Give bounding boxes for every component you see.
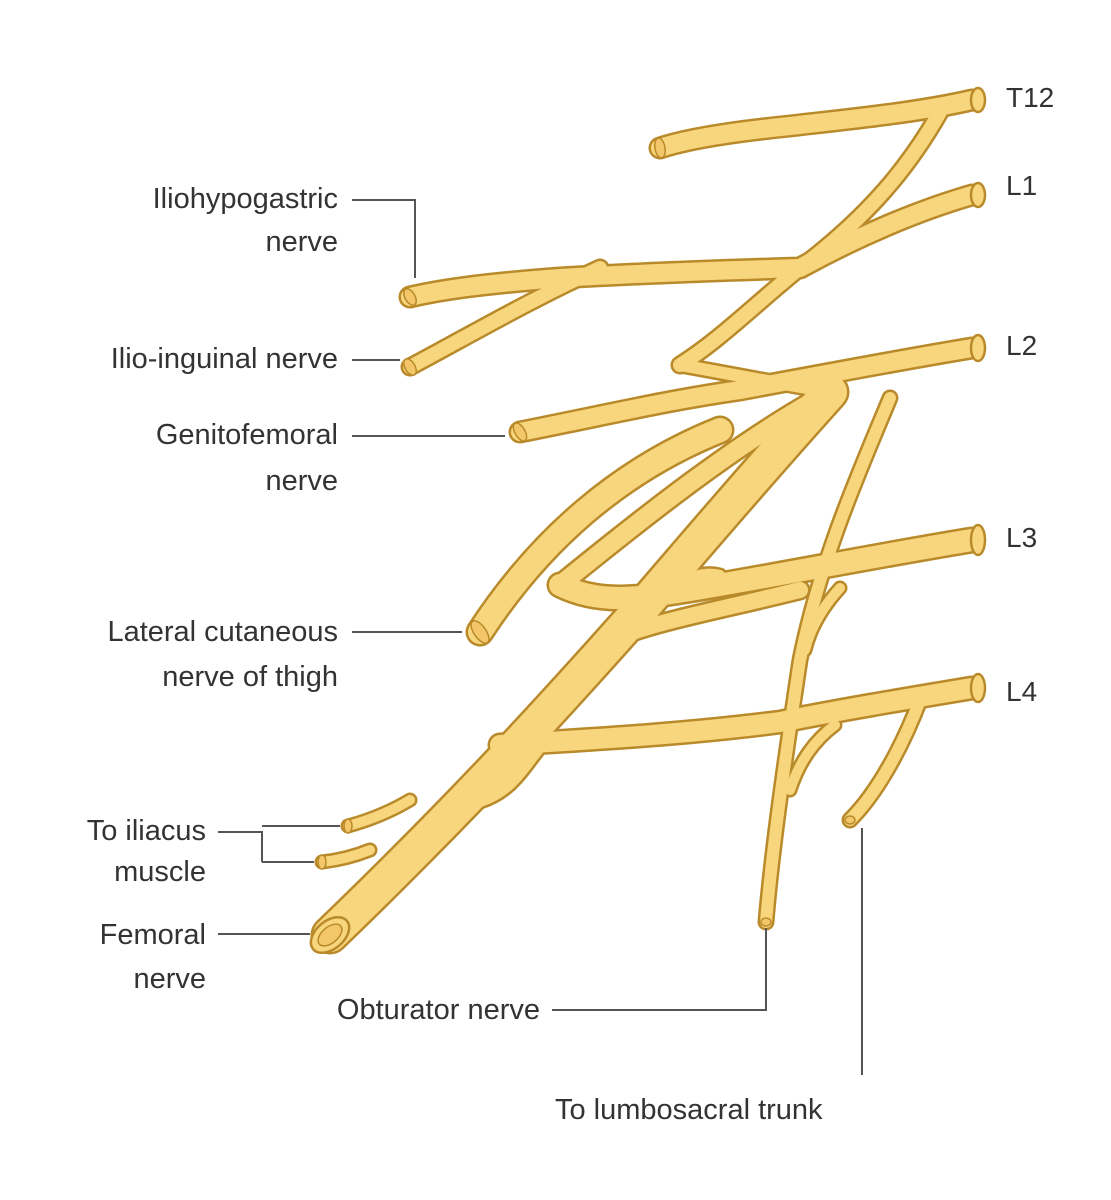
l3-trunk [549, 529, 983, 609]
root-label-l3: L3 [1006, 522, 1037, 553]
ilioinguinal-end [403, 358, 417, 376]
iliohypogastric-leader [352, 199, 416, 278]
obturator-l4-link [785, 720, 840, 795]
t12-branch-end [654, 137, 666, 159]
obturator-root [760, 392, 896, 928]
obturator-leader [552, 928, 767, 1011]
iliohypogastric-end [403, 288, 417, 306]
l3-femoral-link [602, 582, 808, 648]
l3-cap [969, 523, 987, 557]
lateral-cutaneous-label-line1: Lateral cutaneous [107, 616, 338, 648]
femoral-nerve-lumen [317, 923, 343, 947]
root-label-l4: L4 [1006, 676, 1037, 707]
iliacus-branch-1 [343, 795, 415, 831]
iliacus-branch-2-end [317, 854, 327, 870]
ilioinguinal-branch [403, 261, 607, 374]
distal-caps [309, 137, 856, 954]
iliacus-label-line2: muscle [114, 856, 206, 888]
l2-trunk [511, 339, 981, 441]
obturator-root-outline [757, 389, 899, 931]
l4-femoral-link [473, 738, 547, 807]
lateral-cutaneous-end [470, 620, 490, 644]
lateral-cutaneous-label-line2: nerve of thigh [162, 661, 338, 693]
t12-cap [969, 86, 987, 114]
femoral-label-line1: Femoral [100, 919, 206, 951]
iliacus-branch-1-end [343, 818, 353, 834]
root-caps [969, 86, 987, 704]
lumbosacral-end [844, 815, 856, 825]
obturator-end [760, 917, 772, 927]
iliohypogastric-label-line1: Iliohypogastric [153, 183, 338, 215]
l1-trunk [401, 186, 981, 306]
iliacus-leader-main [218, 831, 263, 862]
obturator-label: Obturator nerve [337, 994, 540, 1026]
t12-trunk [651, 91, 981, 157]
l2-genitofemoral-link [674, 359, 836, 398]
femoral-main [313, 375, 847, 952]
l4-trunk [490, 678, 982, 755]
obturator-l3-link [800, 583, 845, 655]
l3-loop [682, 568, 725, 595]
lumbosacral-label: To lumbosacral trunk [555, 1094, 823, 1126]
genitofemoral-end [512, 422, 528, 442]
genitofemoral-label-line2: nerve [265, 465, 338, 497]
lumbosacral-branch [844, 694, 926, 826]
nerve-fills [313, 91, 983, 952]
l1-l2-connector [673, 261, 807, 372]
l1-cap [969, 181, 987, 209]
femoral-label-line2: nerve [133, 963, 206, 995]
l4-cap [969, 672, 987, 704]
lateral-cutaneous-branch [468, 418, 732, 644]
nerve-labels: Iliohypogastric nerve Ilio-inguinal nerv… [87, 183, 823, 1126]
l2-cap [969, 333, 987, 363]
iliacus-label-line1: To iliacus [87, 815, 206, 847]
root-label-t12: T12 [1006, 82, 1054, 113]
ilioinguinal-label: Ilio-inguinal nerve [111, 343, 338, 375]
iliohypogastric-label-line2: nerve [265, 226, 338, 258]
leader-lines [218, 199, 863, 1075]
root-label-l1: L1 [1006, 170, 1037, 201]
root-labels: T12 L1 L2 L3 L4 [1006, 82, 1054, 707]
root-label-l2: L2 [1006, 330, 1037, 361]
genitofemoral-label-line1: Genitofemoral [156, 419, 338, 451]
